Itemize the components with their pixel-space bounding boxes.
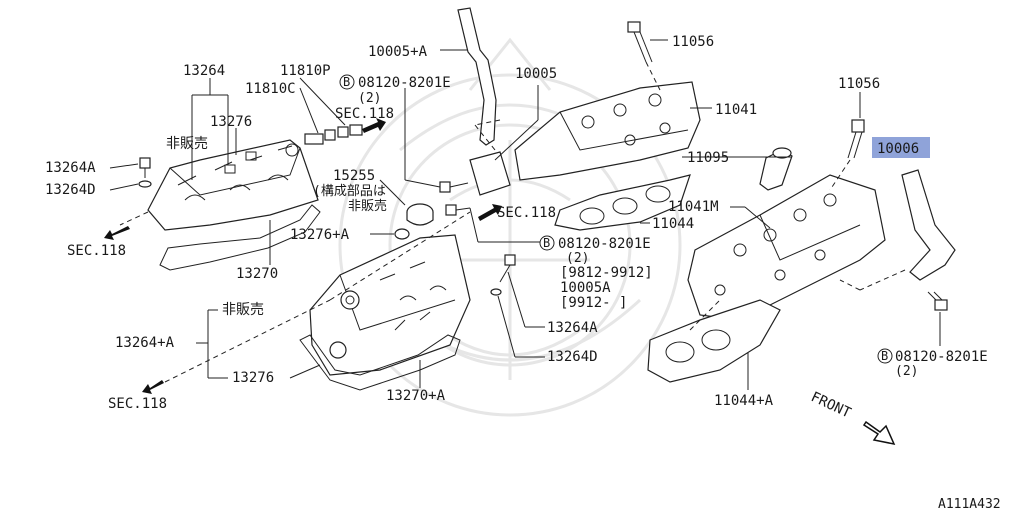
- label-11810C: 11810C: [245, 81, 296, 97]
- label-11041: 11041: [715, 102, 757, 118]
- label-13264A-left: 13264A: [45, 160, 96, 176]
- label-08120-top: 08120-8201E: [358, 75, 451, 91]
- text-labels: 13264 11810P 11810C B 08120-8201E (2) SE…: [45, 34, 1001, 512]
- seal-13276A: [394, 228, 410, 240]
- highlight-10006: [872, 137, 930, 158]
- label-range1: [9812-9912]: [560, 265, 653, 281]
- label-13264pA: 13264+A: [115, 335, 175, 351]
- label-13276-top: 13276: [210, 114, 252, 130]
- bolt-08120-right: [927, 291, 948, 311]
- label-11095: 11095: [687, 150, 729, 166]
- label-08120-right: 08120-8201E: [895, 349, 988, 365]
- label-hihanbai-mid: 非販売: [348, 198, 387, 214]
- label-13264A-low: 13264A: [547, 320, 598, 336]
- label-10005A-2: 10005A: [560, 280, 611, 296]
- arrow-sec118-mid: [478, 204, 502, 221]
- label-front: FRONT: [808, 389, 853, 422]
- label-sec118-left: SEC.118: [67, 243, 126, 259]
- arrow-sec118-left: [104, 226, 130, 240]
- head-gasket-11044: [554, 174, 691, 231]
- label-sec118-bottom: SEC.118: [108, 396, 167, 412]
- label-sec118-mid: SEC.118: [497, 205, 556, 221]
- oil-cap-15255: [406, 203, 434, 226]
- label-kousei: (構成部品は: [313, 184, 386, 199]
- dowel-11095: [759, 147, 793, 191]
- label-13276-low: 13276: [232, 370, 274, 386]
- dashed-centerlines: [119, 61, 906, 383]
- bracket-10006: [901, 169, 956, 281]
- b-symbol-top: [339, 74, 355, 90]
- gasket-13270: [159, 204, 321, 271]
- cylinder-head-11041M: [687, 174, 886, 321]
- b-symbol-mid: [539, 235, 555, 251]
- label-hihanbai-top: 非販売: [166, 136, 208, 152]
- bolt-08120-mid: [445, 204, 471, 216]
- bolt-11056-right: [847, 119, 865, 159]
- bolt-13264A-left: [138, 157, 152, 188]
- head-gasket-11044A: [647, 299, 781, 383]
- bracket-10005A: [457, 7, 497, 146]
- label-08120-mid: 08120-8201E: [558, 236, 651, 252]
- label-13270: 13270: [236, 266, 278, 282]
- pcv-valve: [304, 124, 363, 145]
- label-08120-right-qty: (2): [895, 364, 918, 379]
- label-13264D-left: 13264D: [45, 182, 96, 198]
- label-08120-mid-qty: (2): [566, 251, 589, 266]
- b-symbol-top-letter: B: [343, 75, 350, 89]
- label-13264D-low: 13264D: [547, 349, 598, 365]
- b-symbol-right: [877, 348, 893, 364]
- label-range2: [9912- ]: [560, 295, 627, 311]
- label-08120-top-qty: (2): [358, 91, 381, 106]
- b-symbol-right-letter: B: [881, 349, 888, 363]
- bolt-11056-top: [627, 21, 653, 63]
- label-diagram-code: A111A432: [938, 497, 1001, 511]
- label-15255: 15255: [333, 168, 375, 184]
- label-13276A: 13276+A: [290, 227, 350, 243]
- gasket-13270A: [299, 334, 461, 391]
- label-13264: 13264: [183, 63, 225, 79]
- valve-cover-rear: [147, 139, 319, 231]
- arrow-sec118-bottom: [142, 380, 164, 394]
- label-10006: 10006: [877, 141, 919, 157]
- front-arrow: [862, 420, 896, 446]
- bolt-13264A-lower: [490, 254, 516, 296]
- label-10005A: 10005+A: [368, 44, 428, 60]
- label-11810P: 11810P: [280, 63, 331, 79]
- label-11041M: 11041M: [668, 199, 719, 215]
- label-11056-right: 11056: [838, 76, 880, 92]
- label-13270A: 13270+A: [386, 388, 446, 404]
- bracket-10005: [469, 151, 511, 196]
- b-symbol-mid-letter: B: [543, 236, 550, 250]
- leader-lines: [109, 39, 941, 390]
- label-hihanbai-low: 非販売: [222, 302, 264, 318]
- cylinder-head-11041: [514, 81, 701, 181]
- valve-cover-front: [309, 234, 471, 376]
- arrow-sec118-top: [362, 118, 386, 133]
- label-10005: 10005: [515, 66, 557, 82]
- label-sec118-top: SEC.118: [335, 106, 394, 122]
- label-11044A: 11044+A: [714, 393, 774, 409]
- label-11044: 11044: [652, 216, 694, 232]
- label-11056-top: 11056: [672, 34, 714, 50]
